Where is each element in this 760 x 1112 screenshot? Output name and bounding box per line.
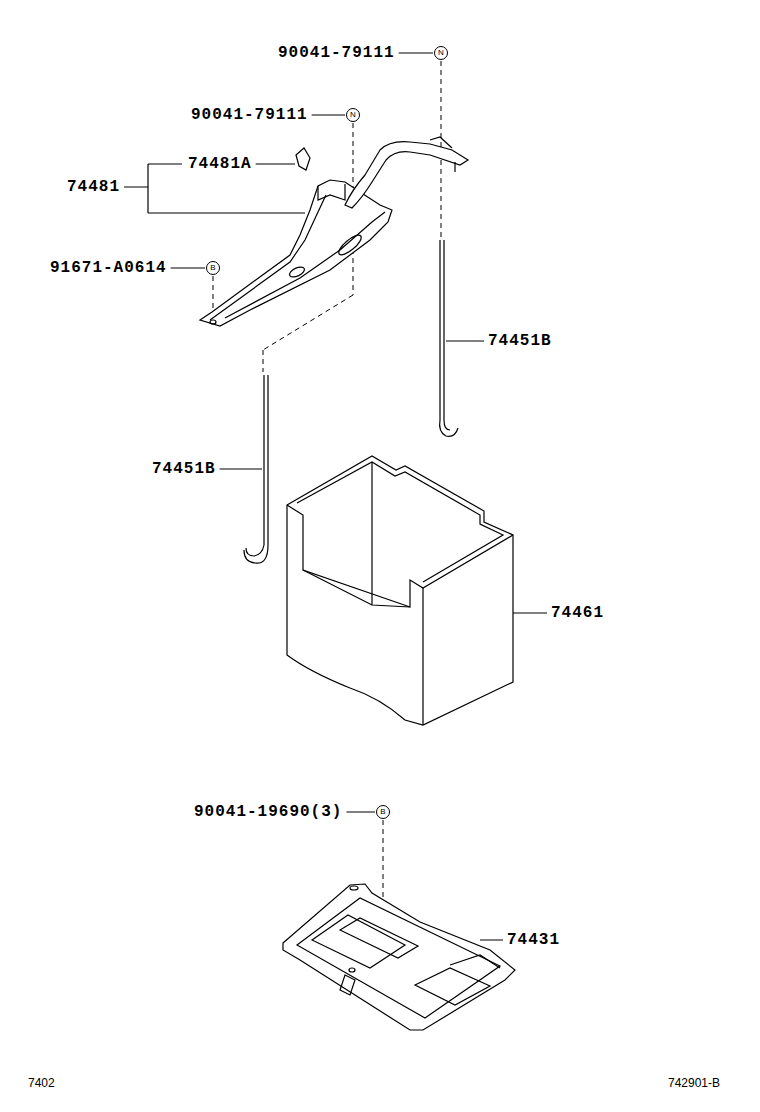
callout-circle: N	[434, 46, 448, 60]
part-number: 90041-79111	[191, 106, 308, 124]
part-number: 90041-79111	[278, 44, 395, 62]
leader-line	[399, 53, 433, 54]
callout-circle: B	[206, 261, 220, 275]
leader-line	[480, 940, 503, 941]
part-number: 74461	[551, 604, 604, 622]
part-number: 90041-19690(3)	[194, 803, 342, 821]
figure-code: 742901-B	[668, 1076, 720, 1090]
part-number: 74431	[507, 931, 560, 949]
leader-line	[220, 469, 262, 470]
leader-line	[446, 341, 484, 342]
leader-line	[346, 812, 375, 813]
part-number: 74451B	[488, 332, 552, 350]
leader-line	[171, 268, 205, 269]
circle-letter: N	[350, 111, 356, 119]
part-number: 74451B	[152, 460, 216, 478]
leader-line	[256, 164, 295, 165]
part-number: 91671-A0614	[50, 259, 167, 277]
circle-letter: B	[210, 264, 215, 272]
figure-code: 7402	[28, 1076, 55, 1090]
leader-line	[312, 115, 345, 116]
circle-letter: N	[438, 49, 444, 57]
circle-letter: B	[380, 808, 385, 816]
leader-line	[513, 613, 547, 614]
leader-line	[124, 187, 148, 188]
part-number: 74481A	[188, 155, 252, 173]
callout-circle: B	[376, 805, 390, 819]
part-number: 74481	[67, 178, 120, 196]
callout-circle: N	[346, 108, 360, 122]
